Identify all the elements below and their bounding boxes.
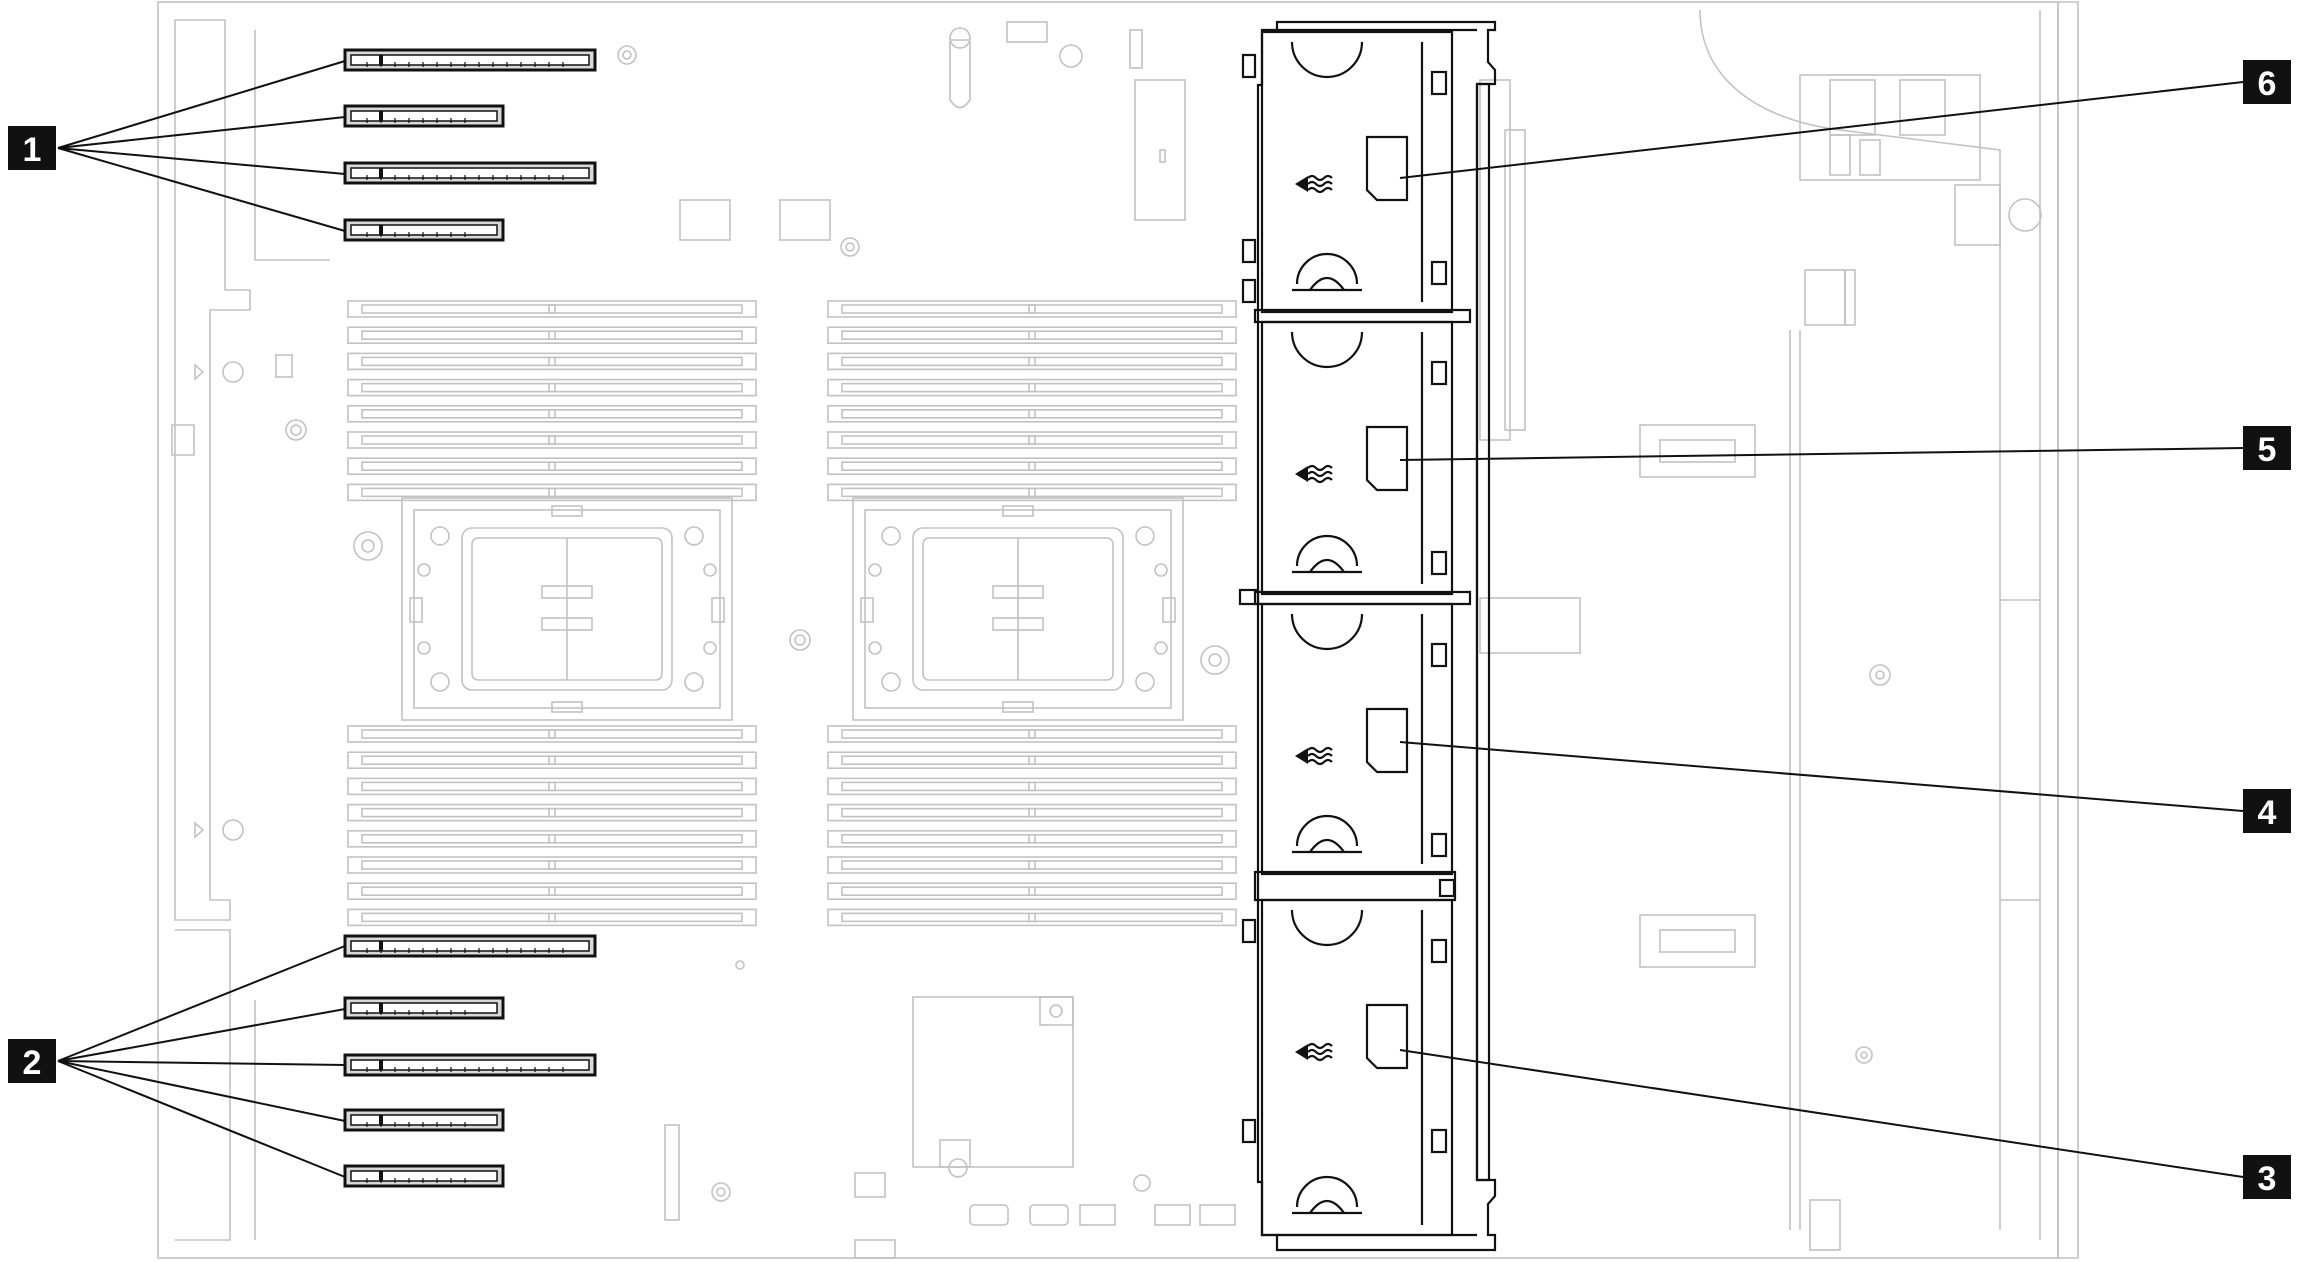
pcie-slot-bottom-3 (343, 1053, 597, 1077)
pcie-slot-bottom-2 (343, 996, 505, 1020)
dimm-bank-top-left (347, 300, 757, 502)
leader-lines-callout-2 (57, 945, 346, 1178)
tl-dimm-slot (347, 300, 757, 318)
pcie-slot-bottom-5 (343, 1164, 505, 1188)
fan-module-6 (1260, 30, 1454, 314)
br-dimm-slot (827, 751, 1237, 770)
tl-dimm-slot (347, 431, 757, 449)
callout-label-1: 1 (23, 131, 42, 169)
pcie-slot-bottom-4 (343, 1108, 505, 1132)
callout-badge-4: 4 (2243, 789, 2291, 833)
tr-dimm-slot (827, 483, 1237, 502)
pcie-slot-group-2 (343, 934, 597, 1188)
br-dimm-slot (827, 803, 1237, 822)
pcie-slot-bottom-1 (343, 934, 597, 958)
tl-dimm-slot (347, 457, 757, 476)
br-dimm-slot (827, 777, 1237, 796)
tl-dimm-slot (347, 378, 757, 397)
fan-module-5 (1260, 320, 1454, 596)
pcie-slot-top-2 (343, 104, 505, 128)
br-dimm-slot (827, 882, 1237, 901)
tr-dimm-slot (827, 404, 1237, 423)
tl-dimm-slot (347, 483, 757, 502)
processor-socket-1 (401, 497, 733, 721)
bl-dimm-slot (347, 829, 757, 848)
br-dimm-slot (827, 829, 1237, 848)
tr-dimm-slot (827, 326, 1237, 345)
br-dimm-slot (827, 725, 1237, 743)
callout-badge-2: 2 (8, 1039, 56, 1083)
callout-badge-1: 1 (8, 126, 56, 170)
bl-dimm-slot (347, 882, 757, 901)
tl-dimm-slot (347, 352, 757, 371)
callout-badge-3: 3 (2243, 1155, 2291, 1199)
chassis-right-details (1479, 74, 2042, 1251)
br-dimm-slot (827, 856, 1237, 874)
bl-dimm-slot (347, 751, 757, 770)
chassis-left-details (171, 21, 1236, 1259)
callout-badge-5: 5 (2243, 426, 2291, 470)
tr-dimm-slot (827, 300, 1237, 318)
tr-dimm-slot (827, 352, 1237, 371)
fan-module-3 (1260, 898, 1454, 1237)
bl-dimm-slot (347, 803, 757, 822)
leader-lines-fans (1399, 81, 2244, 1178)
bl-dimm-slot (347, 908, 757, 927)
tl-dimm-slot (347, 404, 757, 423)
callout-label-3: 3 (2258, 1160, 2277, 1198)
callout-label-6: 6 (2258, 65, 2277, 103)
bl-dimm-slot (347, 777, 757, 796)
processor-socket-2 (852, 497, 1184, 721)
pcie-slot-top-3 (343, 161, 597, 185)
callout-label-5: 5 (2258, 431, 2277, 469)
bl-dimm-slot (347, 856, 757, 874)
tr-dimm-slot (827, 457, 1237, 476)
pcie-slot-group-1 (343, 48, 597, 242)
dimm-bank-top-right (827, 300, 1237, 502)
pcie-slot-top-1 (343, 48, 597, 72)
fan-module-4 (1260, 602, 1454, 876)
leader-lines-callout-1 (57, 60, 346, 232)
callout-label-2: 2 (23, 1044, 42, 1082)
dimm-bank-bottom-right (827, 725, 1237, 927)
fan-cage (1238, 20, 1497, 1252)
tr-dimm-slot (827, 378, 1237, 397)
chassis-outline (157, 1, 2079, 1259)
callout-badge-6: 6 (2243, 60, 2291, 104)
bl-dimm-slot (347, 725, 757, 743)
pcie-slot-top-4 (343, 218, 505, 242)
tl-dimm-slot (347, 326, 757, 345)
br-dimm-slot (827, 908, 1237, 927)
dimm-bank-bottom-left (347, 725, 757, 927)
callout-label-4: 4 (2258, 794, 2277, 832)
tr-dimm-slot (827, 431, 1237, 449)
